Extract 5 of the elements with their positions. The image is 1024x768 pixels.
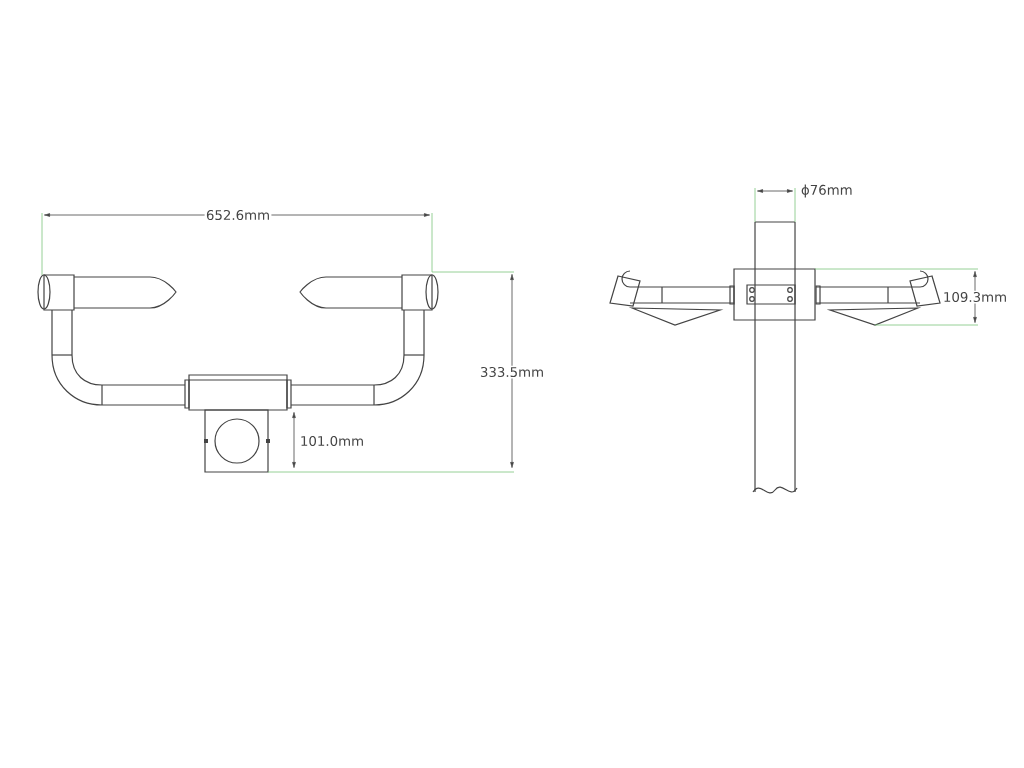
dimension-label: 101.0mm (301, 435, 363, 447)
dimension-label: 652.6mm (206, 209, 269, 221)
dimension-label: ϕ76mm (801, 184, 852, 198)
dimension-label: 109.3mm (944, 291, 1006, 303)
dimension-label: 333.5mm (480, 366, 543, 378)
